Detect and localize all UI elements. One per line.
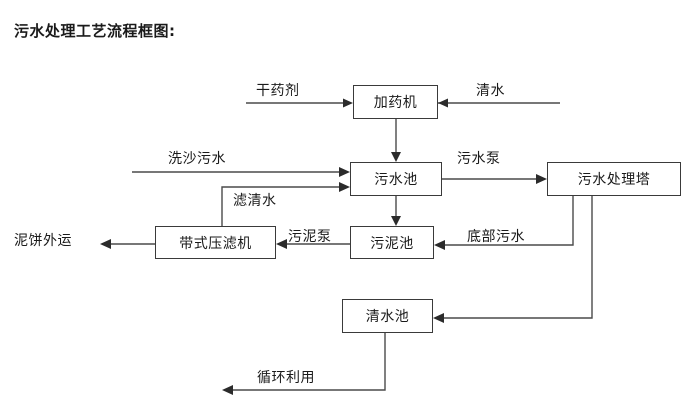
node-clear-water-pool[interactable]: 清水池 [342, 299, 433, 333]
arrowhead-recycle [222, 385, 233, 395]
arrowhead-sewage-to-sludge [391, 216, 401, 226]
arrowhead-sand-wash [339, 167, 350, 177]
arrowhead-tower-to-clear [433, 313, 444, 323]
edge-label-recycle-reuse: 循环利用 [257, 370, 315, 386]
edge-label-filtered-water: 滤清水 [233, 193, 277, 209]
edge-label-clean-water: 清水 [476, 83, 505, 99]
node-label: 污水池 [374, 172, 418, 188]
node-label: 带式压滤机 [179, 235, 252, 252]
edge-tower-to-clear-pool [442, 196, 593, 319]
terminal-label-mud-cake-transport: 泥饼外运 [14, 233, 72, 249]
edge-label-bottom-sewage: 底部污水 [467, 229, 525, 245]
node-label: 污泥池 [370, 235, 414, 252]
arrowhead-sewage-pump [536, 174, 547, 184]
arrowhead-filtrate [339, 182, 350, 192]
arrowhead-sludge-pump [276, 239, 287, 249]
node-sewage-pool[interactable]: 污水池 [350, 162, 442, 196]
node-sewage-treatment-tower[interactable]: 污水处理塔 [547, 162, 681, 196]
node-belt-filter-press[interactable]: 带式压滤机 [155, 226, 276, 259]
edge-label-sand-washing-sewage: 洗沙污水 [168, 151, 226, 167]
node-sludge-pool[interactable]: 污泥池 [350, 226, 434, 259]
arrowhead-bottom-sewage [434, 240, 445, 250]
page-title: 污水处理工艺流程框图: [14, 22, 176, 40]
edge-label-dry-agent: 干药剂 [256, 83, 300, 99]
node-label: 清水池 [365, 309, 410, 325]
node-dosing-machine[interactable]: 加药机 [353, 85, 438, 119]
node-label: 污水处理塔 [577, 172, 651, 188]
arrowhead-mud-cake [100, 239, 111, 249]
arrowhead-dosing-down [391, 152, 401, 162]
edge-label-sludge-pump: 污泥泵 [288, 229, 332, 245]
arrowhead-dry-agent [343, 98, 353, 108]
arrowhead-clean-water [438, 98, 448, 108]
node-label: 加药机 [373, 95, 418, 111]
edge-label-sewage-pump: 污水泵 [457, 151, 501, 167]
